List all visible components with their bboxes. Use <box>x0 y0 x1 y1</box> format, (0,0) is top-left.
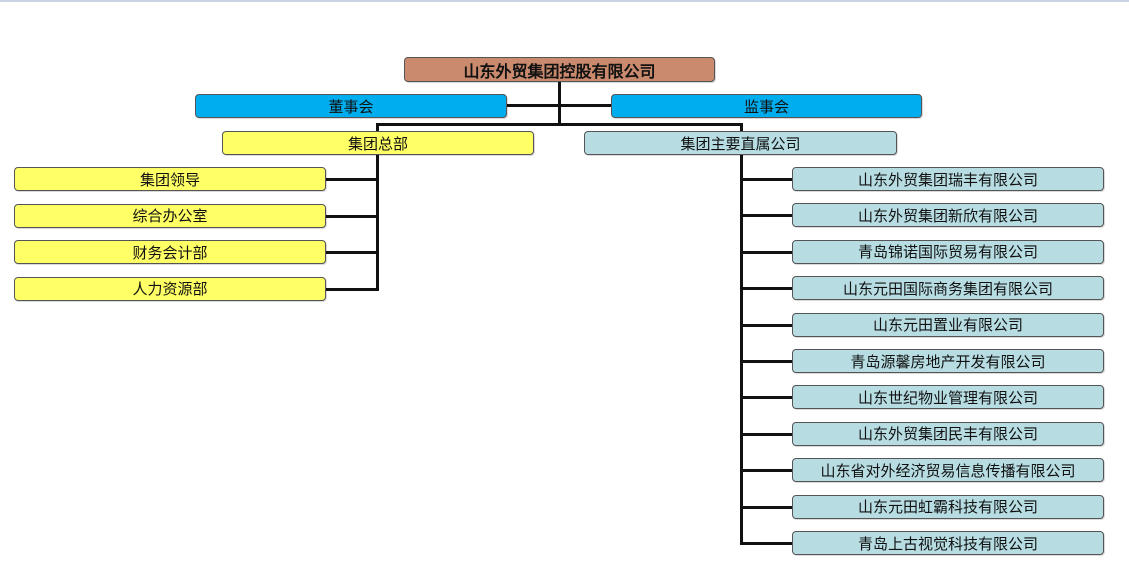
headquarters-spine-line <box>376 123 379 289</box>
department-connector-line <box>325 287 379 291</box>
subsidiary-company-box[interactable]: 山东外贸集团民丰有限公司 <box>792 421 1104 446</box>
company-connector-line <box>740 505 793 509</box>
headquarters-box[interactable]: 集团总部 <box>222 131 534 155</box>
subsidiary-company-box[interactable]: 青岛上古视觉科技有限公司 <box>792 531 1104 555</box>
headquarters-department-box[interactable]: 人力资源部 <box>14 276 326 301</box>
subsidiary-company-box[interactable]: 山东元田国际商务集团有限公司 <box>792 276 1104 301</box>
headquarters-department-box[interactable]: 财务会计部 <box>14 240 326 264</box>
subsidiary-company-box[interactable]: 青岛锦诺国际贸易有限公司 <box>792 239 1104 264</box>
department-connector-line <box>325 214 379 218</box>
company-connector-line <box>740 360 793 363</box>
subsidiaries-box[interactable]: 集团主要直属公司 <box>584 131 897 155</box>
subsidiary-company-box[interactable]: 青岛源馨房地产开发有限公司 <box>792 349 1104 373</box>
company-connector-line <box>740 250 793 254</box>
subsidiary-company-box[interactable]: 山东元田置业有限公司 <box>792 312 1104 337</box>
subsidiary-company-box[interactable]: 山东元田虹霸科技有限公司 <box>792 494 1104 519</box>
subsidiary-company-box[interactable]: 山东省对外经济贸易信息传播有限公司 <box>792 458 1104 483</box>
company-connector-line <box>740 396 793 400</box>
top-border <box>0 0 1129 2</box>
subsidiaries-spine-line <box>740 123 743 545</box>
department-connector-line <box>325 251 379 254</box>
company-connector-line <box>740 469 793 473</box>
branch-connector-line <box>376 123 743 126</box>
root-company-box[interactable]: 山东外贸集团控股有限公司 <box>404 57 715 82</box>
company-connector-line <box>740 432 793 436</box>
company-connector-line <box>740 287 793 291</box>
company-connector-line <box>740 542 793 545</box>
board-connector-line <box>506 104 611 107</box>
company-connector-line <box>740 214 793 218</box>
subsidiary-company-box[interactable]: 山东外贸集团瑞丰有限公司 <box>792 167 1104 191</box>
board-of-supervisors-box[interactable]: 监事会 <box>611 94 922 118</box>
subsidiary-company-box[interactable]: 山东世纪物业管理有限公司 <box>792 385 1104 410</box>
headquarters-department-box[interactable]: 集团领导 <box>14 167 326 191</box>
root-trunk-line <box>558 81 561 126</box>
company-connector-line <box>740 323 793 327</box>
company-connector-line <box>740 178 793 181</box>
board-of-directors-box[interactable]: 董事会 <box>195 94 507 118</box>
department-connector-line <box>325 178 379 181</box>
headquarters-department-box[interactable]: 综合办公室 <box>14 203 326 228</box>
subsidiary-company-box[interactable]: 山东外贸集团新欣有限公司 <box>792 203 1104 228</box>
